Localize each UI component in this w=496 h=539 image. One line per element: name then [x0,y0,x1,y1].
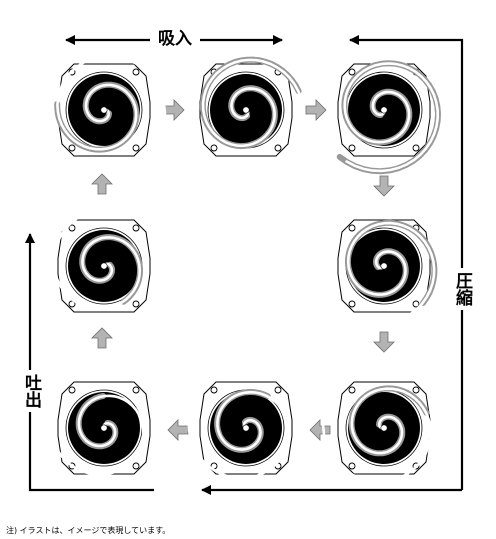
scroll-stages [48,54,442,484]
orbiting-scroll [56,54,167,151]
step-arrow-left [167,419,189,441]
bolt-hole [132,386,140,394]
bolt-hole [132,68,140,76]
scroll-set [336,60,442,175]
center-port [380,262,388,270]
bolt-hole [274,144,282,152]
center-port [100,106,108,114]
scroll-set [199,56,305,175]
step-arrow-down [373,331,395,353]
scroll-stage-2 [199,56,305,175]
scroll-set [48,365,145,476]
bolt-hole [132,300,140,308]
bolt-hole [274,386,282,394]
bolt-hole [68,144,76,152]
bolt-hole [348,68,356,76]
scroll-stage-7 [48,365,151,476]
scroll-stage-6 [187,363,293,480]
scroll-set [187,363,291,480]
center-port [242,424,250,432]
step-arrow-left [309,419,331,441]
step-arrow-right [305,99,327,121]
bolt-hole [348,224,356,232]
bolt-hole [348,386,356,394]
bolt-hole [348,144,356,152]
center-port [242,106,250,114]
scroll-set [52,207,169,311]
compression-label: 圧縮 [449,268,472,310]
orbiting-scroll [201,58,305,175]
bolt-hole [348,300,356,308]
bolt-hole [412,300,420,308]
scroll-stage-4 [319,219,438,325]
scroll-set [321,385,432,484]
scroll-stage-3 [336,60,442,175]
bolt-hole [68,386,76,394]
center-port [100,424,108,432]
bolt-hole [412,386,420,394]
orbiting-scroll [48,365,145,476]
orbiting-scroll [321,387,432,484]
compression-line [349,35,464,490]
footnote: 注) イラストは、イメージで表現しています。 [6,526,171,535]
scroll-set [319,219,438,325]
bolt-hole [348,462,356,470]
step-arrow-up [91,327,113,349]
step-arrow-up [91,173,113,195]
bolt-hole [412,144,420,152]
center-port [100,262,108,270]
process-lines [25,35,464,495]
discharge-label: 吐出 [18,370,41,412]
step-arrow-down [373,175,395,197]
scroll-stage-1 [54,54,167,157]
orbiting-scroll [343,62,440,173]
step-arrow-right [163,99,185,121]
bolt-hole [132,144,140,152]
step-arrows [91,99,395,441]
discharge-line [25,233,154,492]
scroll-stage-5 [321,381,432,484]
scroll-set [54,54,167,153]
bolt-hole [132,462,140,470]
bolt-hole [68,224,76,232]
intake-label: 吸入 [150,30,200,50]
orbiting-scroll [187,363,291,480]
center-port [380,424,388,432]
orbiting-scroll [52,207,169,311]
bolt-hole [210,144,218,152]
scroll-stage-8 [52,207,169,313]
bolt-hole [210,386,218,394]
center-port [380,106,388,114]
orbiting-scroll [319,221,436,325]
bolt-hole [132,224,140,232]
